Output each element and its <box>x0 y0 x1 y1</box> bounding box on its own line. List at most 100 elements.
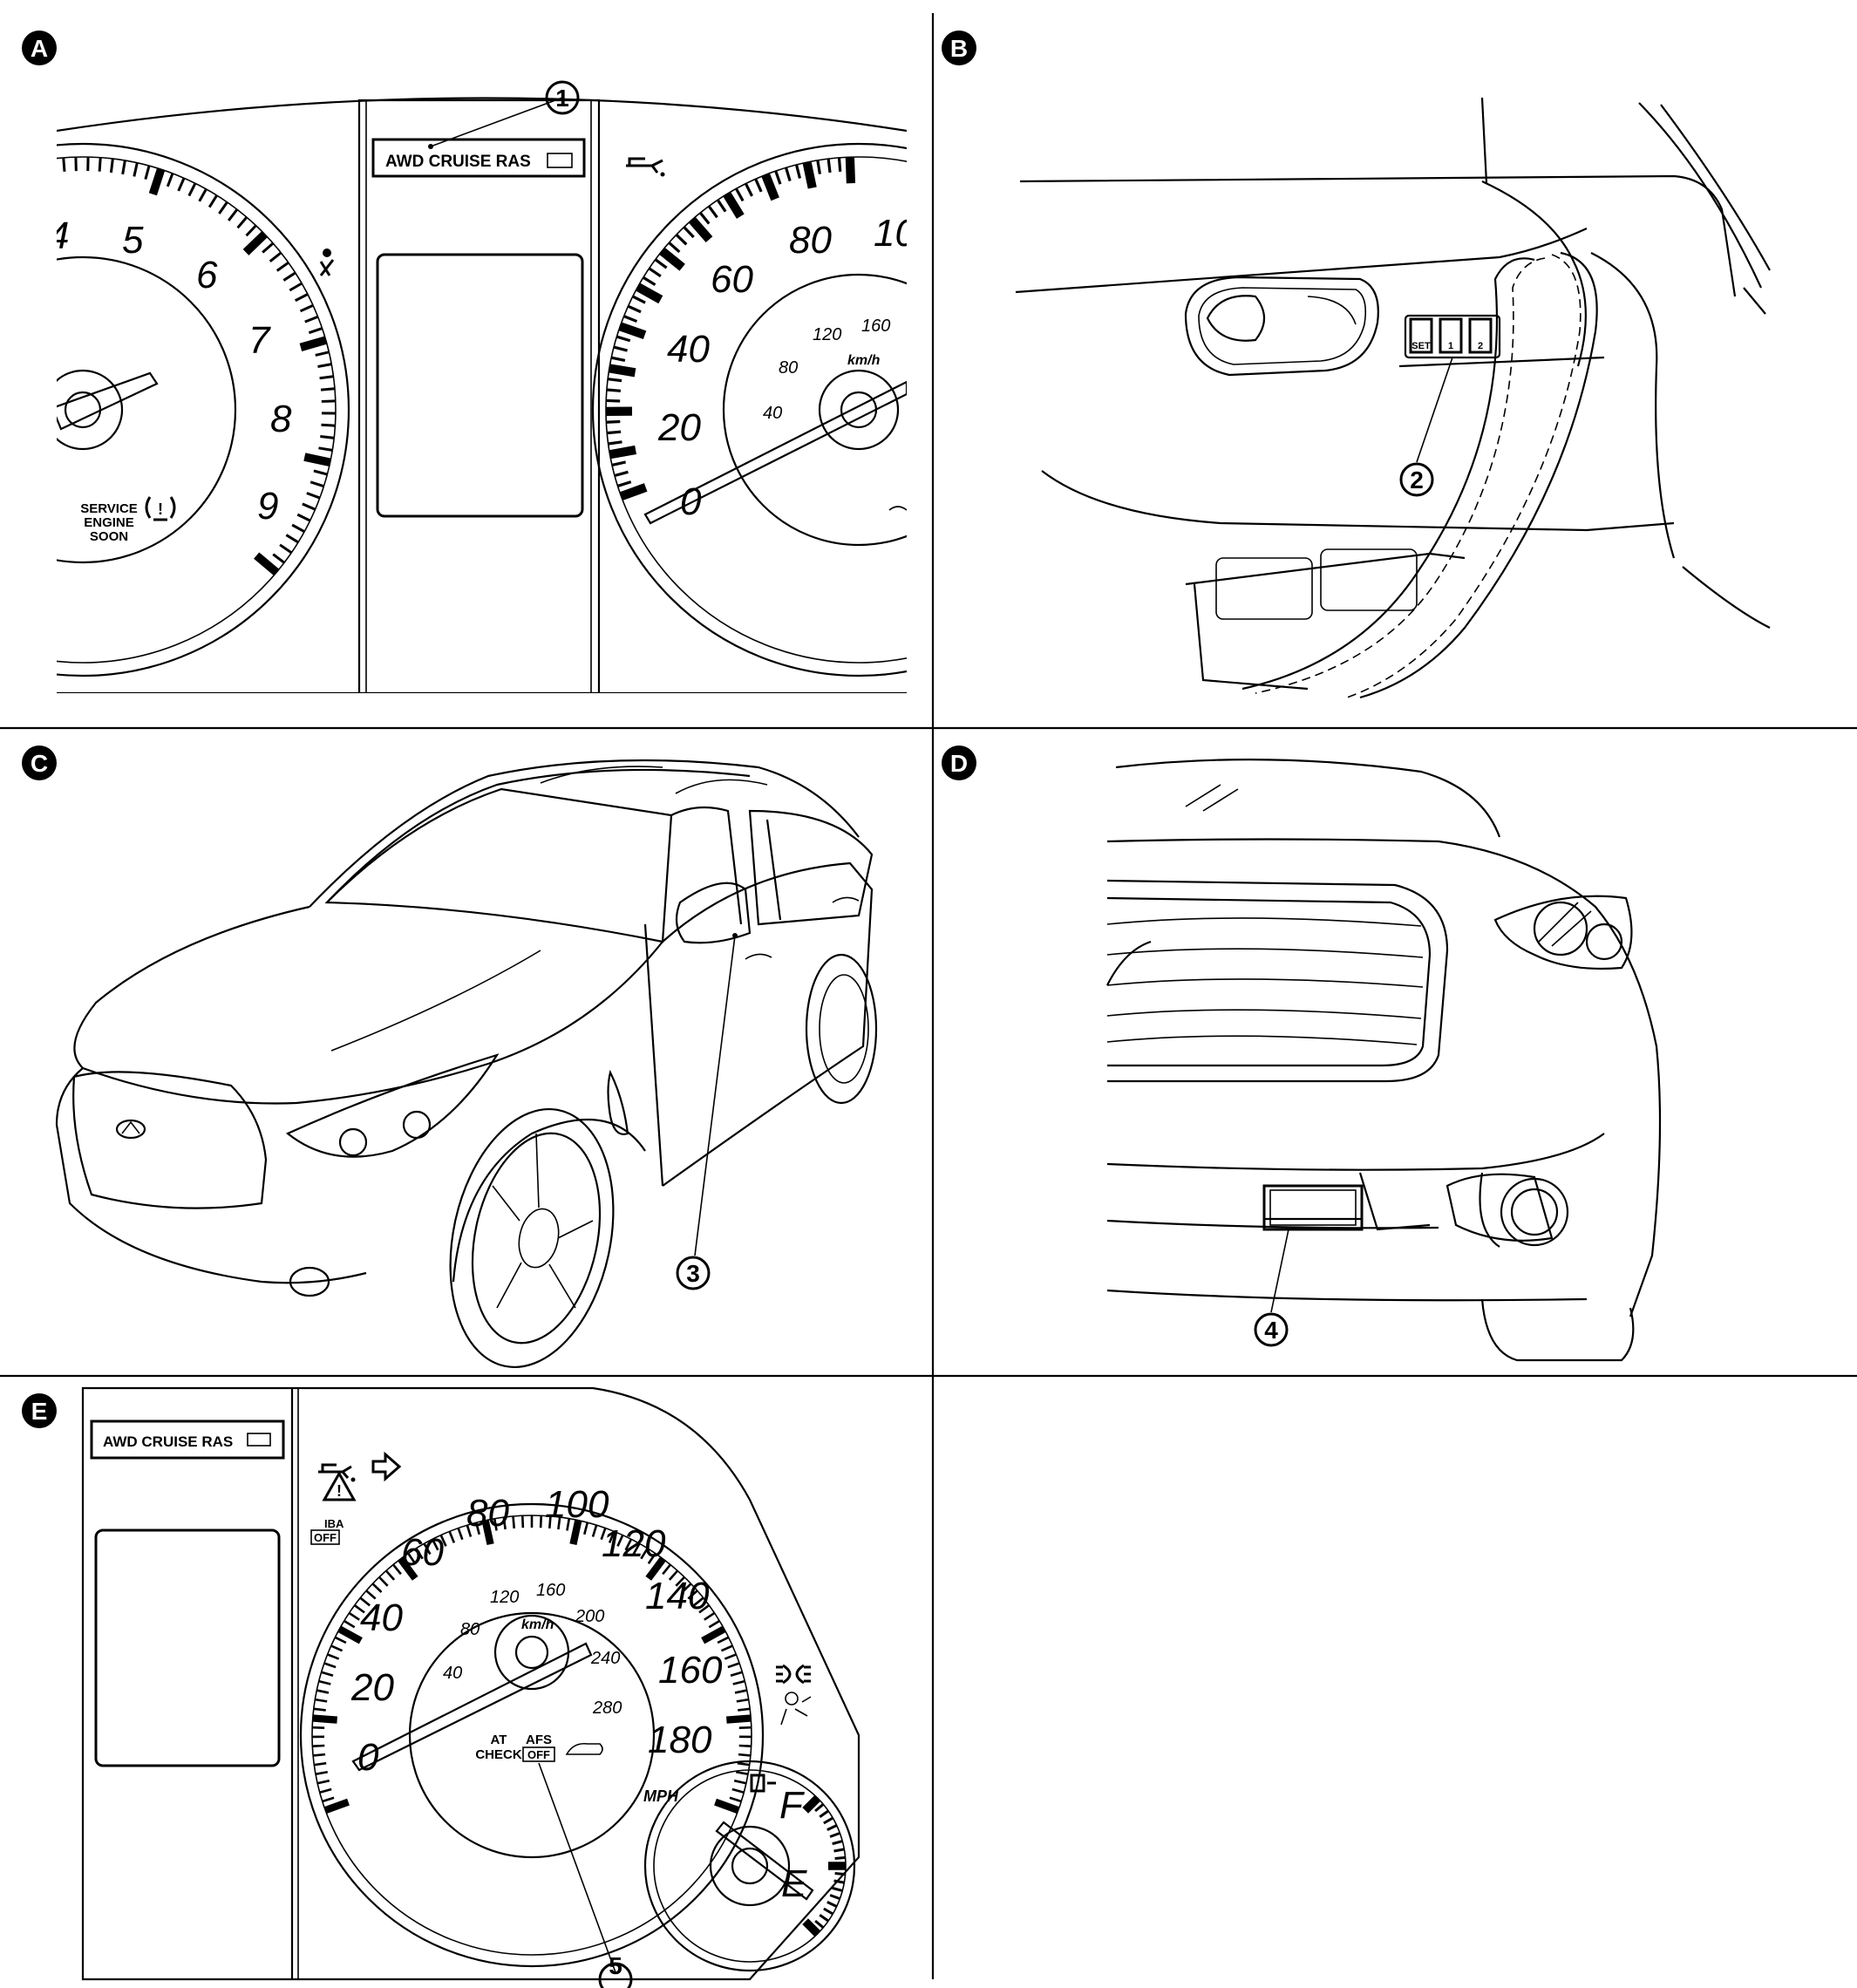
gauge-tick <box>616 335 631 343</box>
oil-pressure-icon-e <box>318 1463 356 1482</box>
gauge-tick <box>457 1528 464 1541</box>
svg-text:AFS: AFS <box>526 1733 552 1747</box>
turn-signal-icon <box>371 1451 402 1482</box>
gauge-tick <box>726 1714 752 1724</box>
panel-b-door: SET 1 2 2 <box>1015 97 1771 699</box>
svg-text:160: 160 <box>658 1649 723 1692</box>
gauge-tick <box>557 1516 561 1530</box>
gauge-tick <box>816 160 821 174</box>
door-icon-a <box>888 506 907 511</box>
svg-text:OFF: OFF <box>314 1531 337 1544</box>
svg-text:D: D <box>950 750 968 777</box>
gauge-tick <box>744 182 753 197</box>
svg-text:MPH: MPH <box>643 1787 679 1805</box>
gauge-tick <box>610 356 626 363</box>
gauge-tick <box>316 1689 330 1694</box>
gauge-tick <box>321 399 336 403</box>
gauge-tick <box>282 271 296 282</box>
gauge-tick <box>826 158 832 174</box>
gauge-tick <box>613 345 628 352</box>
gauge-tick <box>647 1552 656 1564</box>
gauge-tick <box>834 1872 846 1876</box>
gauge-tick <box>754 178 763 193</box>
gauge-tick <box>707 205 718 219</box>
gauge-tick <box>618 322 647 340</box>
gauge-tick <box>275 261 289 272</box>
gauge-tick <box>304 315 319 323</box>
tach-ticks <box>62 157 336 576</box>
gauge-tick <box>299 303 314 313</box>
memory-1-button <box>1439 317 1463 354</box>
tire-pressure-icon: ! <box>145 496 176 521</box>
gauge-tick <box>733 1779 747 1785</box>
gauge-tick <box>306 492 321 500</box>
gauge-tick <box>330 1644 344 1652</box>
svg-text:!: ! <box>158 500 163 518</box>
svg-text:C: C <box>31 750 48 777</box>
indicator-strip-a-text: AWD CRUISE RAS <box>385 153 531 171</box>
gauge-tick <box>245 224 257 237</box>
gauge-tick <box>337 1625 363 1644</box>
gauge-tick <box>724 1653 737 1660</box>
panel-letter-c: C <box>22 746 57 780</box>
gauge-tick <box>323 1662 337 1669</box>
gauge-tick <box>269 251 282 262</box>
gauge-tick <box>802 1794 821 1814</box>
gauge-tick <box>591 1524 598 1537</box>
gauge-tick <box>312 1714 337 1724</box>
gauge-tick <box>566 1518 571 1531</box>
gauge-tick <box>423 1542 432 1556</box>
gauge-tick <box>431 1538 439 1551</box>
gauge-tick <box>704 1611 716 1621</box>
gauge-tick <box>121 160 126 175</box>
oil-pressure-icon <box>626 157 665 177</box>
gauge-tick <box>285 534 299 544</box>
gauge-tick <box>826 1901 838 1908</box>
gauge-tick <box>826 1824 838 1831</box>
gauge-tick <box>321 1671 334 1677</box>
gauge-tick <box>319 1787 332 1794</box>
gauge-tick <box>616 1535 624 1547</box>
memory-set-button <box>1409 317 1433 354</box>
svg-text:1: 1 <box>1448 341 1453 351</box>
panel-letter-d: D <box>942 746 976 780</box>
gauge-tick <box>254 552 280 576</box>
svg-text:2: 2 <box>1478 341 1483 351</box>
svg-text:km/h: km/h <box>847 353 881 368</box>
gauge-tick <box>614 470 629 478</box>
panel-letter-b: B <box>942 31 976 65</box>
svg-text:F: F <box>779 1784 805 1827</box>
svg-text:160: 160 <box>861 317 890 336</box>
svg-text:5: 5 <box>122 219 144 262</box>
indicator-strip-e-text: AWD CRUISE RAS <box>103 1433 233 1450</box>
gauge-tick <box>814 1919 825 1929</box>
svg-text:0: 0 <box>357 1736 379 1779</box>
gauge-tick <box>708 1619 720 1629</box>
gauge-tick <box>62 157 66 172</box>
gauge-tick <box>148 167 166 196</box>
iba-off-indicator: IBA OFF <box>310 1517 344 1545</box>
svg-text:40: 40 <box>763 404 782 423</box>
gauge-tick <box>321 423 336 427</box>
gauge-tick <box>734 1689 747 1694</box>
gauge-tick <box>693 1597 704 1607</box>
gauge-tick <box>198 188 207 202</box>
gauge-tick <box>717 1636 730 1644</box>
gauge-tick <box>802 161 817 189</box>
gauge-tick <box>687 1590 698 1600</box>
gauge-tick <box>320 435 335 439</box>
svg-text:60: 60 <box>401 1531 444 1574</box>
gauge-tick <box>738 1707 751 1712</box>
panel-d-bumper: 4 <box>1106 759 1662 1362</box>
fuel-ticks <box>802 1794 846 1937</box>
center-display-a <box>376 253 584 518</box>
svg-text:1: 1 <box>555 85 569 112</box>
gauge-tick <box>318 446 333 452</box>
svg-text:80: 80 <box>789 219 832 262</box>
gauge-tick <box>317 363 332 369</box>
svg-text:180: 180 <box>648 1719 712 1761</box>
gauge-tick <box>681 1583 692 1593</box>
gauge-tick <box>365 1590 377 1600</box>
gauge-tick <box>548 1515 552 1528</box>
svg-text:ENGINE: ENGINE <box>84 515 134 530</box>
